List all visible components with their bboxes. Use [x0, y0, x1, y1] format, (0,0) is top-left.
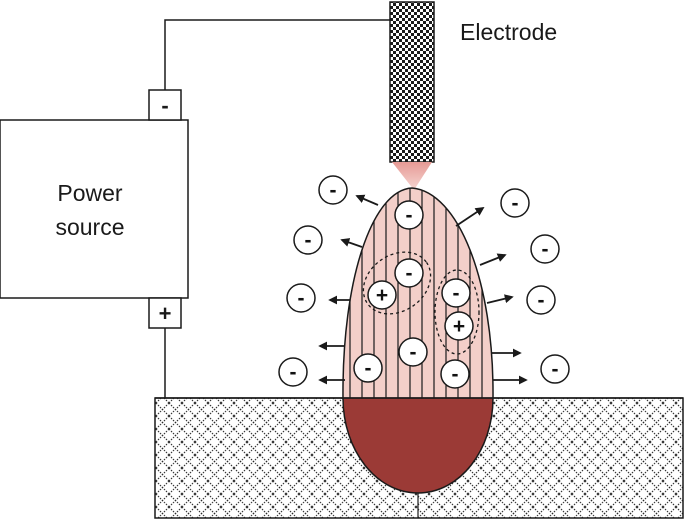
circuit-wires: [164, 19, 390, 398]
svg-text:-: -: [305, 229, 312, 252]
positive-ion: +: [444, 311, 474, 341]
electrode-tip-glow: [392, 162, 432, 190]
emission-arrows: [318, 194, 528, 385]
svg-text:-: -: [453, 282, 460, 305]
electron: -: [293, 225, 323, 255]
svg-text:-: -: [542, 238, 549, 261]
electron: -: [286, 283, 316, 313]
ion-pair-groupings: [362, 251, 480, 355]
svg-text:+: +: [159, 301, 172, 326]
power-source-label-line1: Power: [57, 180, 123, 206]
electron: -: [500, 188, 530, 218]
electron: -: [526, 285, 556, 315]
electron: -: [540, 354, 570, 384]
electron: -: [394, 200, 424, 230]
svg-text:-: -: [161, 93, 168, 118]
electron: -: [440, 359, 470, 389]
svg-text:-: -: [538, 289, 545, 312]
svg-text:-: -: [512, 192, 519, 215]
svg-text:-: -: [406, 204, 413, 227]
power-source-box: [0, 119, 189, 299]
positive-terminal: +: [148, 297, 182, 329]
svg-text:+: +: [376, 284, 388, 307]
power-source-label-line2: source: [55, 214, 124, 240]
electron: -: [278, 357, 308, 387]
svg-text:-: -: [365, 357, 372, 380]
svg-text:-: -: [552, 358, 559, 381]
svg-text:-: -: [298, 287, 305, 310]
electron: -: [530, 234, 560, 264]
svg-text:+: +: [453, 315, 465, 338]
svg-text:-: -: [330, 179, 337, 202]
electrode-rod: [389, 1, 435, 163]
electron: -: [398, 337, 428, 367]
svg-text:-: -: [410, 341, 417, 364]
svg-text:-: -: [452, 363, 459, 386]
electron: -: [318, 175, 348, 205]
svg-text:-: -: [406, 262, 413, 285]
weld-pool: [342, 397, 494, 494]
positive-ion: +: [367, 280, 397, 310]
negative-terminal: -: [148, 89, 182, 121]
electron: -: [353, 353, 383, 383]
electrode-label: Electrode: [460, 19, 557, 45]
svg-text:-: -: [290, 361, 297, 384]
electron: -: [441, 278, 471, 308]
electron: -: [394, 258, 424, 288]
